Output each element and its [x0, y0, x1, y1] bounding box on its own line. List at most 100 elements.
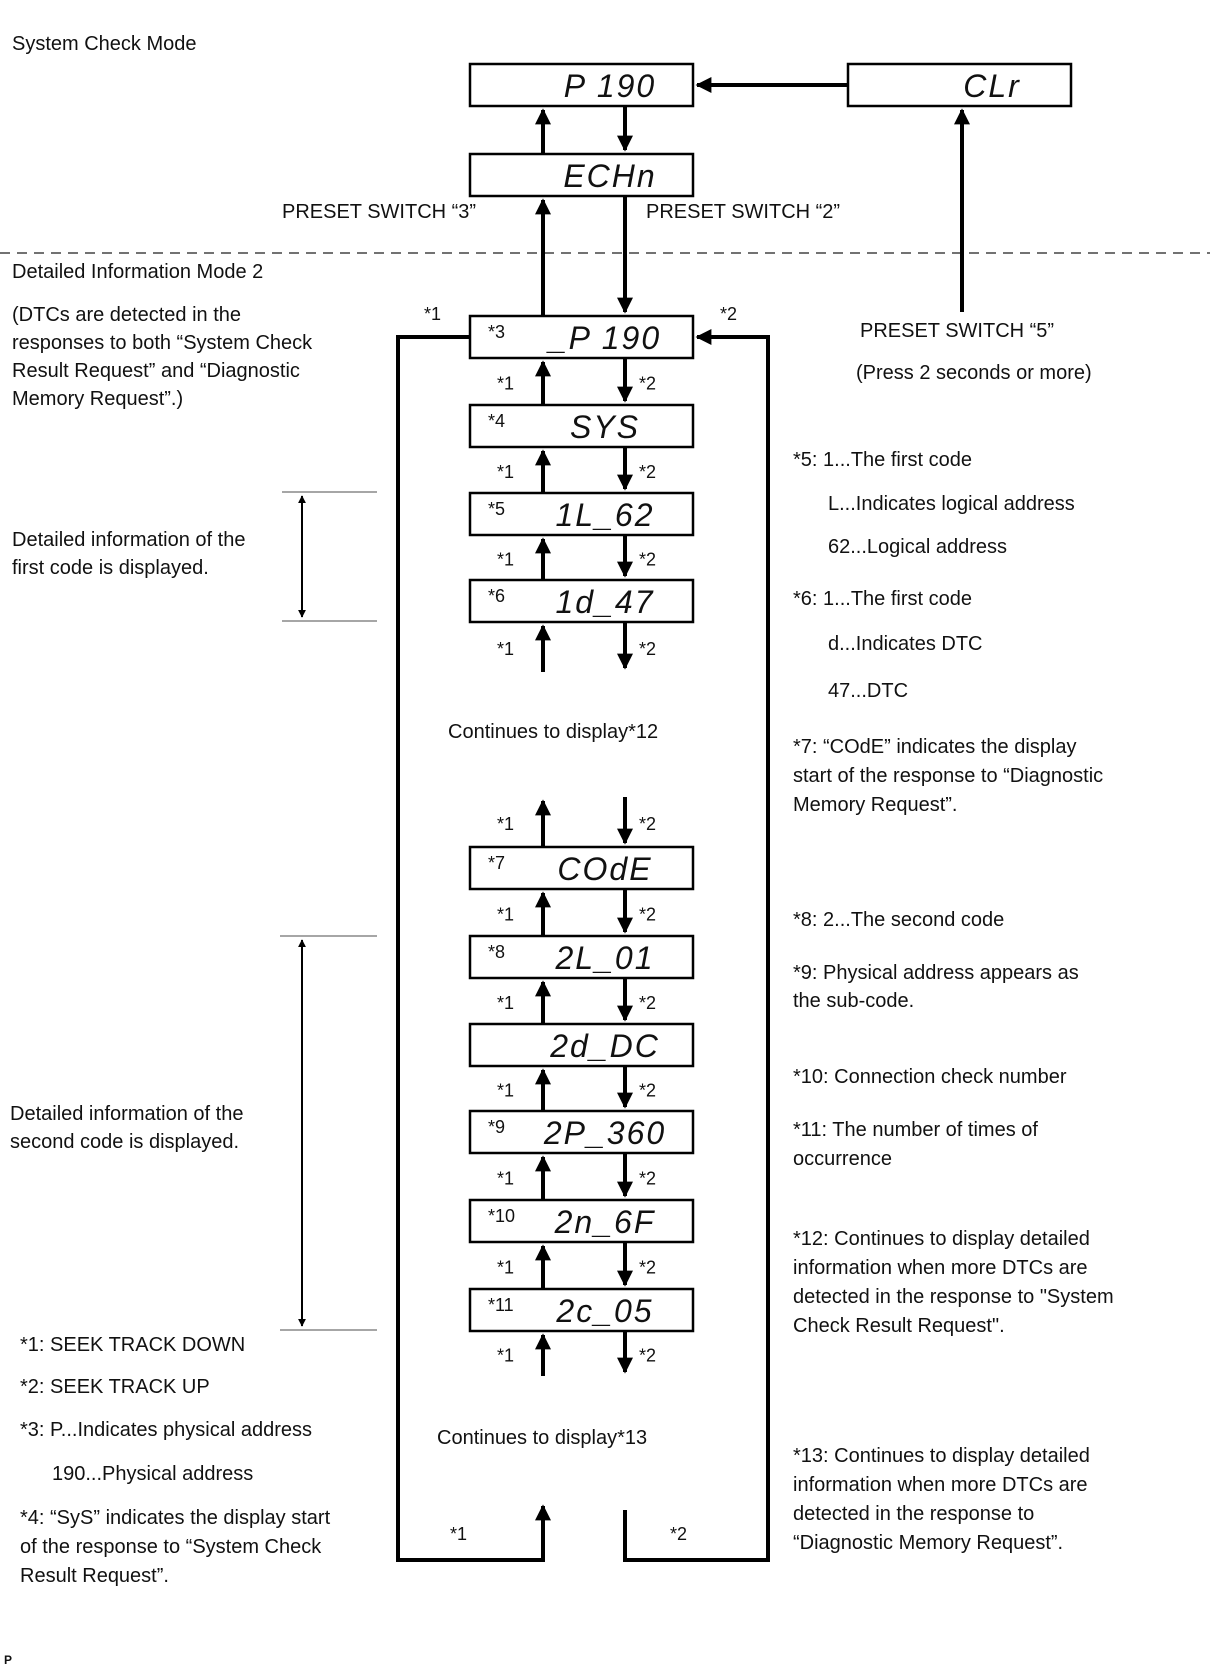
seek-up-tag: *2 [639, 550, 656, 570]
system-check-mode-title: System Check Mode [12, 33, 197, 55]
chain-display-tag: *11 [488, 1295, 514, 1315]
seek-up-tag: *2 [639, 1346, 656, 1366]
second-code-text: second code is displayed. [10, 1131, 239, 1153]
chain-display-value: 2c_05 [555, 1293, 653, 1329]
display-p190-value: P 190 [564, 68, 656, 104]
note-4: Result Request”. [20, 1565, 169, 1587]
chain-display-value: 2P_360 [543, 1115, 666, 1151]
chain-display: 2d_DC [468, 1022, 695, 1068]
loop-up-right [623, 329, 770, 1562]
note-13: “Diagnostic Memory Request”. [793, 1532, 1063, 1554]
seek-down-tag: *1 [497, 814, 514, 834]
note-6-sub: 47...DTC [828, 680, 908, 702]
chain-display-value: COdE [557, 851, 652, 887]
chain-display-frame [468, 845, 695, 891]
note-7: start of the response to “Diagnostic [793, 765, 1103, 787]
chain-display-tag: *5 [488, 499, 505, 519]
chain-display-frame [468, 934, 695, 980]
note-4: of the response to “System Check [20, 1536, 322, 1558]
note-6: *6: 1...The first code [793, 588, 972, 610]
chain-display-frame [468, 578, 695, 624]
second-code-text: Detailed information of the [10, 1103, 243, 1125]
chain-display-tag: *9 [488, 1117, 505, 1137]
loop-tag-top-left: *1 [424, 304, 441, 324]
chain-display-frame [468, 1287, 695, 1333]
note-3-sub: 190...Physical address [52, 1463, 253, 1485]
preset-switch-5-note: (Press 2 seconds or more) [856, 362, 1092, 384]
loop-tag-top-right: *2 [720, 304, 737, 324]
note-8: *8: 2...The second code [793, 909, 1004, 931]
chain-display-value: 1L_62 [556, 497, 655, 533]
chain-display-value: 2L_01 [555, 940, 655, 976]
chain-display: *7 COdE [468, 845, 695, 891]
seek-down-tag: *1 [497, 905, 514, 925]
seek-up-tag: *2 [639, 1258, 656, 1278]
chain-display-tag: *6 [488, 586, 505, 606]
display-echn: ECHn [468, 152, 695, 198]
loop-down-left [396, 335, 551, 1562]
note-seek-track-up: *2: SEEK TRACK UP [20, 1376, 210, 1398]
display-echn-value: ECHn [563, 158, 656, 194]
intro-line: responses to both “System Check [12, 332, 313, 354]
seek-up-tag: *2 [639, 993, 656, 1013]
note-5: *5: 1...The first code [793, 449, 972, 471]
note-9: *9: Physical address appears as [793, 962, 1079, 984]
chain-display: *3_P 190 [468, 314, 695, 360]
chain-display: *9 2P_360 [468, 1109, 695, 1155]
note-11: occurrence [793, 1148, 892, 1170]
chain-display-frame [468, 403, 695, 449]
chain-display-value: 2d_DC [549, 1028, 660, 1064]
seek-down-tag: *1 [497, 639, 514, 659]
footer-mark: P [4, 1653, 12, 1667]
chain-display-frame [468, 314, 695, 360]
chain-display: *5 1L_62 [468, 491, 695, 537]
seek-down-tag: *1 [497, 1346, 514, 1366]
chain-display-tag: *7 [488, 853, 505, 873]
seek-up-tag: *2 [639, 374, 656, 394]
note-9: the sub-code. [793, 990, 914, 1012]
chain-display-value: 1d_47 [556, 584, 655, 620]
note-13: *13: Continues to display detailed [793, 1445, 1090, 1467]
seek-up-tag: *2 [639, 639, 656, 659]
note-13: detected in the response to [793, 1503, 1034, 1525]
display-clr-value: CLr [963, 68, 1021, 104]
detailed-mode-title: Detailed Information Mode 2 [12, 261, 263, 283]
display-clr: CLr [846, 62, 1073, 108]
loop-tag-bottom-left: *1 [450, 1524, 467, 1544]
seek-up-tag: *2 [639, 1169, 656, 1189]
chain-display-frame [468, 1022, 695, 1068]
note-13: information when more DTCs are [793, 1474, 1088, 1496]
seek-down-tag: *1 [497, 374, 514, 394]
continues-12: Continues to display*12 [448, 721, 658, 743]
note-seek-track-down: *1: SEEK TRACK DOWN [20, 1334, 245, 1356]
chain-display-tag: *8 [488, 942, 505, 962]
note-11: *11: The number of times of [793, 1119, 1038, 1141]
seek-up-tag: *2 [639, 1081, 656, 1101]
note-3: *3: P...Indicates physical address [20, 1419, 312, 1441]
seek-down-tag: *1 [497, 462, 514, 482]
seek-down-tag: *1 [497, 1258, 514, 1278]
seek-down-tag: *1 [497, 550, 514, 570]
note-5-sub: L...Indicates logical address [828, 493, 1075, 515]
display-p190: P 190 [468, 62, 695, 108]
note-12: detected in the response to "System [793, 1286, 1114, 1308]
note-5-sub: 62...Logical address [828, 536, 1007, 558]
loop-tag-bottom-right: *2 [670, 1524, 687, 1544]
preset-switch-5-label: PRESET SWITCH “5” [860, 320, 1054, 342]
chain-display: *8 2L_01 [468, 934, 695, 980]
preset-switch-2-label: PRESET SWITCH “2” [646, 201, 840, 223]
seek-up-tag: *2 [639, 905, 656, 925]
note-12: information when more DTCs are [793, 1257, 1088, 1279]
chain-display-tag: *10 [488, 1206, 515, 1226]
continues-13: Continues to display*13 [437, 1427, 647, 1449]
chain-display-frame [468, 491, 695, 537]
note-6-sub: d...Indicates DTC [828, 633, 983, 655]
first-code-text: first code is displayed. [12, 557, 209, 579]
note-7: Memory Request”. [793, 794, 958, 816]
seek-up-tag: *2 [639, 814, 656, 834]
chain-display-value: SYS [570, 409, 640, 445]
note-4: *4: “SyS” indicates the display start [20, 1507, 331, 1529]
